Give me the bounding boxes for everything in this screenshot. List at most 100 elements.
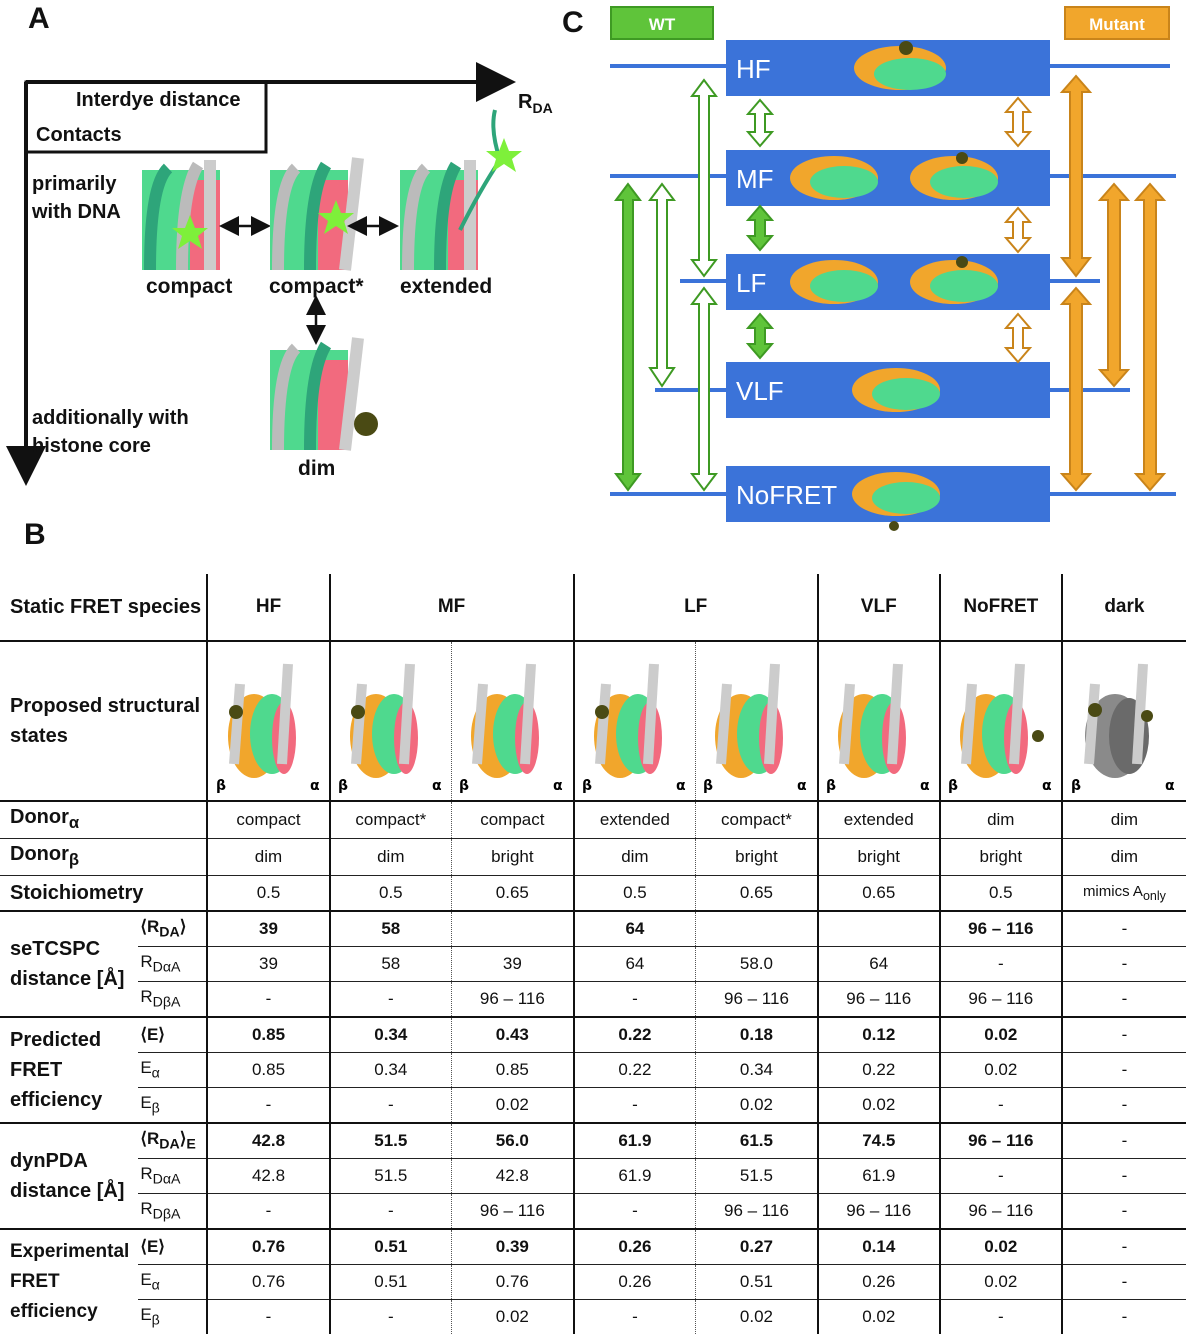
cell: 61.9 bbox=[572, 1158, 696, 1194]
cell: - bbox=[572, 1193, 696, 1230]
panel-a-label: A bbox=[28, 2, 50, 35]
pred-a-sub: Eα bbox=[138, 1052, 208, 1088]
level-vlf: VLF bbox=[736, 376, 784, 406]
cell: 64 bbox=[572, 946, 696, 982]
cell: - bbox=[1060, 981, 1186, 1018]
exp-label: Experimental FRET efficiency bbox=[10, 1241, 130, 1322]
wt-tag: WT bbox=[610, 6, 714, 40]
cell: 0.22 bbox=[816, 1052, 940, 1088]
dyn-label: dynPDA distance [Å] bbox=[0, 1123, 139, 1230]
cell: 0.76 bbox=[206, 1229, 330, 1265]
cell: dim bbox=[328, 838, 452, 876]
cell: 64 bbox=[572, 911, 696, 947]
cell: 0.65 bbox=[451, 875, 574, 912]
cell: 0.02 bbox=[938, 1229, 1062, 1265]
cell: 0.34 bbox=[328, 1052, 452, 1088]
cell: 0.02 bbox=[451, 1087, 574, 1124]
cell: 0.02 bbox=[451, 1299, 574, 1334]
panel-c-diagram bbox=[610, 40, 1176, 531]
stoich-label: Stoichiometry bbox=[0, 875, 208, 912]
cell: 56.0 bbox=[451, 1123, 574, 1159]
cell: - bbox=[206, 1087, 330, 1124]
cell: - bbox=[1060, 1017, 1186, 1053]
dyn-ra-sub: RDαA bbox=[138, 1158, 208, 1194]
cell: 0.02 bbox=[938, 1052, 1062, 1088]
state-compact: compact bbox=[146, 275, 233, 298]
cell: - bbox=[938, 1299, 1062, 1334]
col-dark: dark bbox=[1060, 574, 1186, 642]
rda-axis-label: RDA bbox=[518, 91, 553, 116]
svg-text:α: α bbox=[676, 778, 686, 794]
svg-text:β: β bbox=[1071, 778, 1081, 794]
cell: 0.34 bbox=[328, 1017, 452, 1053]
cell: 0.26 bbox=[816, 1264, 940, 1300]
cell: 0.22 bbox=[572, 1052, 696, 1088]
cell: 0.85 bbox=[206, 1052, 330, 1088]
cell: 0.5 bbox=[572, 875, 696, 912]
state-dim: dim bbox=[298, 457, 336, 480]
cell: 0.27 bbox=[695, 1229, 818, 1265]
cell: 64 bbox=[816, 946, 940, 982]
cell: - bbox=[1060, 1264, 1186, 1300]
cell: bright bbox=[451, 838, 574, 876]
cell: 0.76 bbox=[206, 1264, 330, 1300]
cell: 96 – 116 bbox=[938, 981, 1062, 1018]
cell: - bbox=[328, 1087, 452, 1124]
cell: 61.9 bbox=[816, 1158, 940, 1194]
box-line-1: Interdye distance bbox=[76, 89, 241, 111]
cell: 61.5 bbox=[695, 1123, 818, 1159]
svg-text:α: α bbox=[797, 778, 807, 794]
nucleosome-hf-icon bbox=[854, 41, 946, 90]
cell: dim bbox=[938, 801, 1062, 839]
cell: 0.76 bbox=[451, 1264, 574, 1300]
cell: compact* bbox=[328, 801, 452, 839]
cell: 0.14 bbox=[816, 1229, 940, 1265]
cell bbox=[451, 911, 574, 947]
mutant-tag: Mutant bbox=[1064, 6, 1170, 40]
cell: - bbox=[1060, 911, 1186, 947]
cell: 96 – 116 bbox=[451, 1193, 574, 1230]
cell: 96 – 116 bbox=[695, 981, 818, 1018]
row1-label: primarily with DNA bbox=[32, 173, 121, 223]
cell: compact bbox=[206, 801, 330, 839]
alpha-label: α bbox=[310, 778, 320, 794]
cell: 51.5 bbox=[695, 1158, 818, 1194]
nucleosome-compact-icon bbox=[142, 160, 220, 271]
level-hf: HF bbox=[736, 54, 771, 84]
cell: 0.5 bbox=[938, 875, 1062, 912]
cell: 39 bbox=[206, 946, 330, 982]
col-nofret: NoFRET bbox=[938, 574, 1062, 642]
cell: - bbox=[206, 1299, 330, 1334]
cell: 0.02 bbox=[695, 1087, 818, 1124]
col-hf: HF bbox=[206, 574, 330, 642]
cell: 96 – 116 bbox=[938, 1193, 1062, 1230]
cell: 0.12 bbox=[816, 1017, 940, 1053]
cell: 51.5 bbox=[328, 1158, 452, 1194]
nucleosome-compact-star-icon bbox=[270, 157, 364, 271]
cell: - bbox=[1060, 1229, 1186, 1265]
state-compact-star: compact* bbox=[269, 275, 364, 298]
cell: bright bbox=[816, 838, 940, 876]
cell: 0.85 bbox=[451, 1052, 574, 1088]
cell: 0.02 bbox=[938, 1264, 1062, 1300]
panel-c-label: C bbox=[562, 6, 584, 39]
cell: 58 bbox=[328, 946, 452, 982]
cell: 0.22 bbox=[572, 1017, 696, 1053]
level-mf: MF bbox=[736, 164, 774, 194]
pred-mean-sub: ⟨E⟩ bbox=[138, 1017, 208, 1053]
cell: 96 – 116 bbox=[695, 1193, 818, 1230]
mutant-transition-arrows bbox=[1003, 74, 1167, 492]
exp-b-sub: Eβ bbox=[140, 1305, 160, 1329]
cell: - bbox=[572, 1087, 696, 1124]
cell: 74.5 bbox=[816, 1123, 940, 1159]
cell: - bbox=[1060, 1052, 1186, 1088]
cell: - bbox=[1060, 1158, 1186, 1194]
box-line-2: Contacts bbox=[36, 124, 122, 146]
cell: dim bbox=[1060, 838, 1186, 876]
svg-text:β: β bbox=[582, 778, 592, 794]
structural-label: Proposed structural states bbox=[0, 641, 208, 802]
